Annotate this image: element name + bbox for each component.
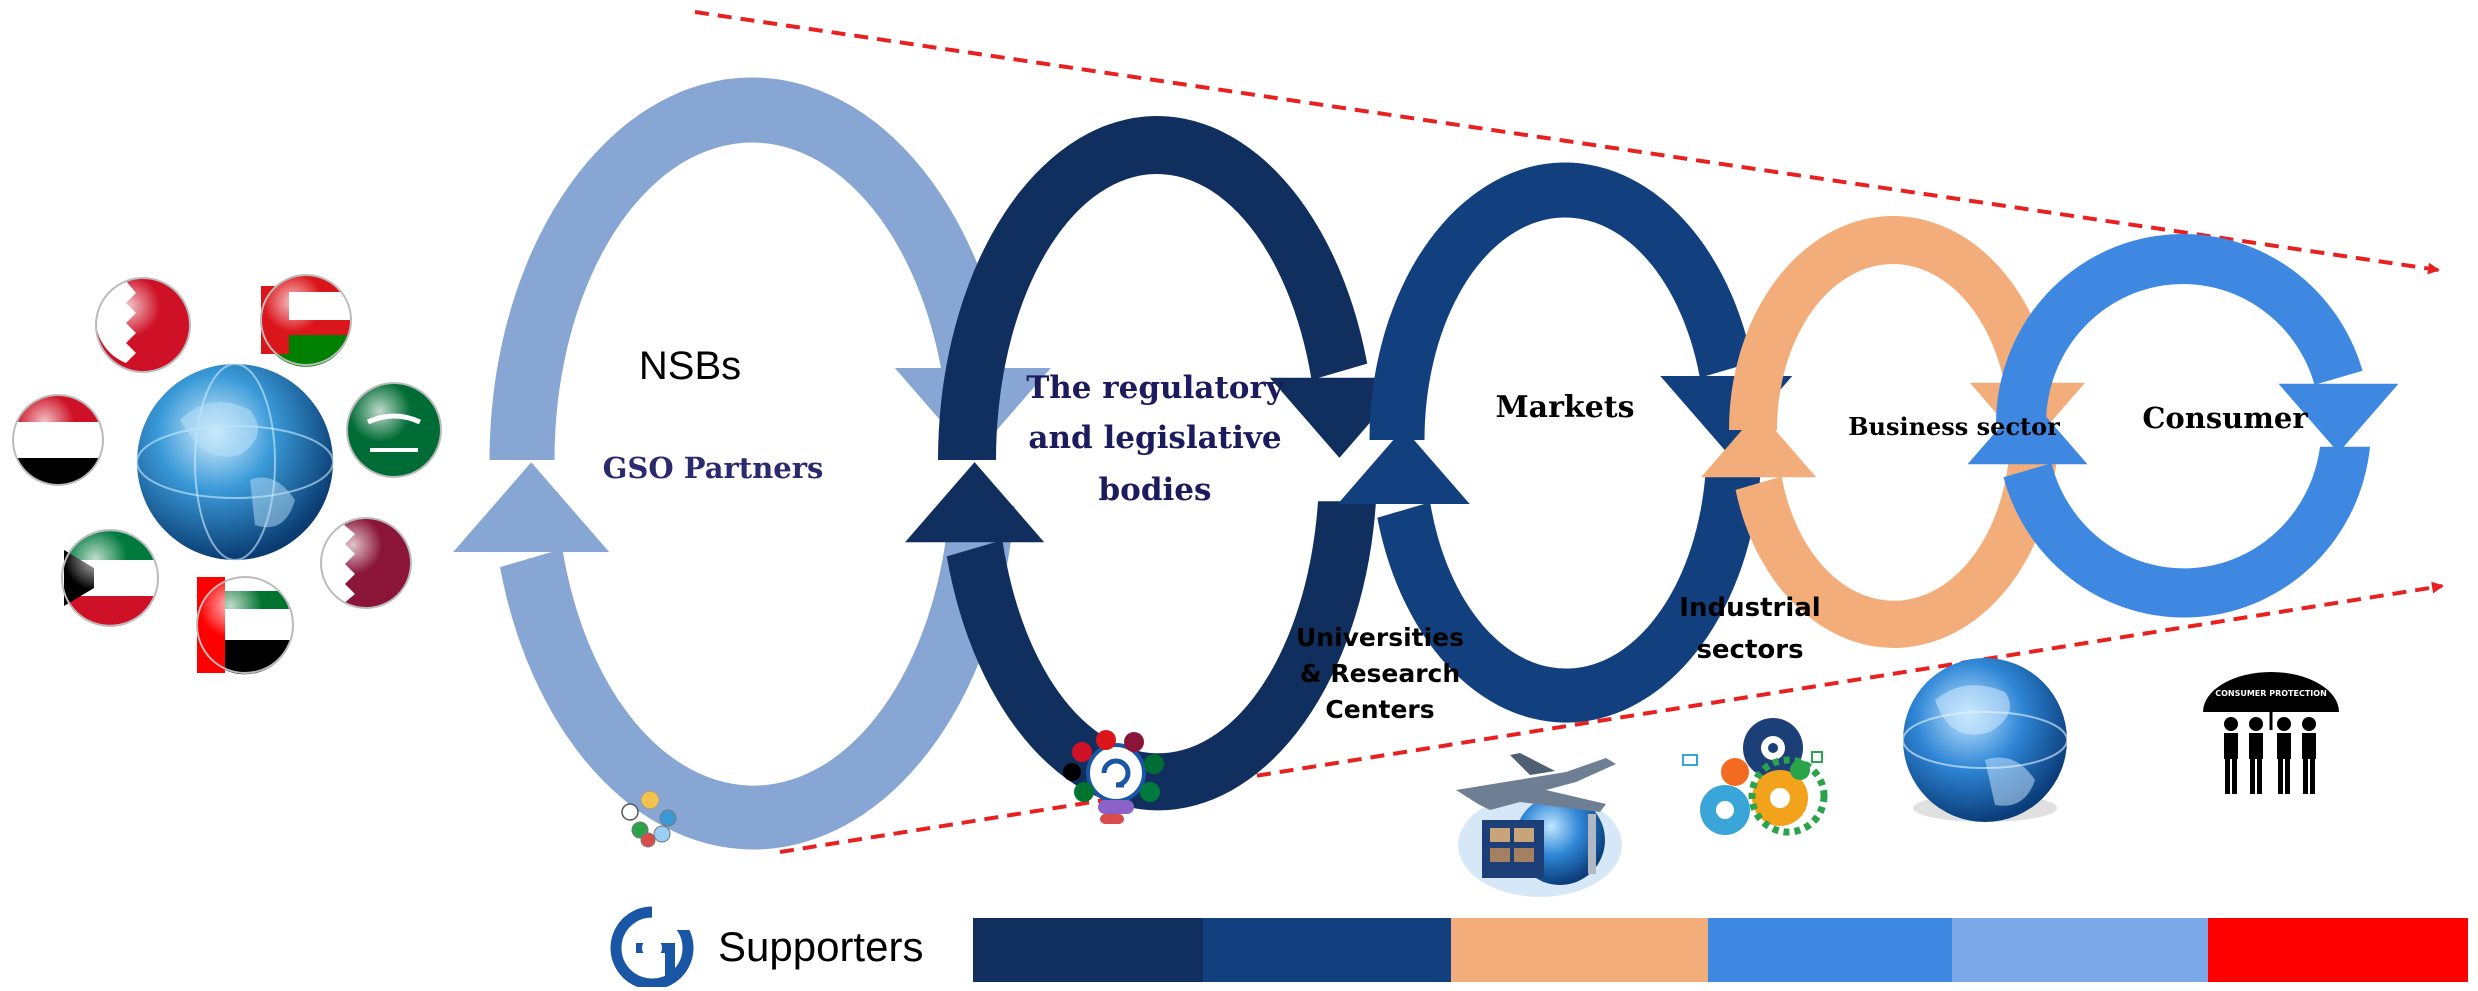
supporters-bar-segment [973,918,1204,982]
supporters-bar-segment [1707,918,1953,982]
top-guide-line [694,10,2440,275]
supporters-color-bar [973,918,2468,982]
loop-business-lower-arc [1735,455,2057,648]
loop-consumer-arrow-down [2278,383,2399,453]
gso-logo-icon [610,900,696,990]
node-gso-partners-label: GSO Partners [602,451,824,485]
partner-logos-icon [621,790,677,848]
flag-oman-icon [260,274,352,367]
universities-label-line2: & Research [1299,659,1461,688]
loop-markets-lower-arc [1377,473,1761,723]
consumer-protection-logo-text: CONSUMER PROTECTION [2215,689,2327,698]
globe-icon [136,363,334,561]
loop-consumer-lower-arc [2003,446,2370,618]
loop-regulatory-upper-arc [938,115,1368,461]
node-regulatory-label-line2: and legislative [1028,420,1282,456]
loop-consumer-upper-arc [1996,233,2363,424]
node-consumer-label: Consumer [2142,401,2308,435]
universities-label-line3: Centers [1325,695,1435,724]
loop-nsb-lower-arc [500,505,1015,850]
flag-uae-icon [196,576,294,675]
industrial-label-line1: Industrial [1679,593,1821,623]
loop-regulatory-lower-arc [946,501,1376,811]
flag-kuwait-icon [61,529,159,627]
loop-markets-arrow-up [1337,428,1470,504]
supporters-bar-segment [1203,918,1451,982]
node-markets-label: Markets [1495,390,1635,425]
flag-saudi-icon [346,382,442,478]
supporters-bar-segment [1450,918,1708,982]
loop-business-upper-arc [1729,216,2051,430]
gears-icon [1682,718,1828,836]
loop-consumer [1967,233,2399,618]
gcc-flags [12,274,442,675]
supporters-bar-segment [1952,918,2208,982]
bottom-guide-line [779,581,2444,854]
gso-flags-ring-icon [1063,730,1164,824]
loop-consumer-arrow-up [1967,395,2088,465]
earth-icon [1902,658,2068,822]
flag-yemen-icon [12,394,104,486]
node-business-sector-label: Business sector [1848,412,2060,441]
loop-nsb-upper-arc [489,77,1004,460]
consumer-protection-icon: CONSUMER PROTECTION [2203,672,2339,794]
loop-markets-upper-arc [1369,162,1753,440]
flag-bahrain-icon [95,277,191,373]
universities-label-line1: Universities [1295,623,1465,652]
node-regulatory-label-line1: The regulatory [1026,370,1284,406]
loop-business-arrow-up [1701,410,1817,478]
loop-regulatory-arrow-up [905,462,1045,543]
node-nsbs-title: NSBs [638,344,742,388]
supporters-bar-segment [2207,918,2468,982]
node-regulatory-label-line3: bodies [1098,472,1212,508]
airplane-cargo-icon [1456,753,1622,897]
industrial-label-line2: sectors [1696,635,1804,665]
flag-qatar-icon [319,517,412,609]
supporters-label: Supporters [718,923,924,970]
loop-nsb-arrow-up [453,462,610,552]
